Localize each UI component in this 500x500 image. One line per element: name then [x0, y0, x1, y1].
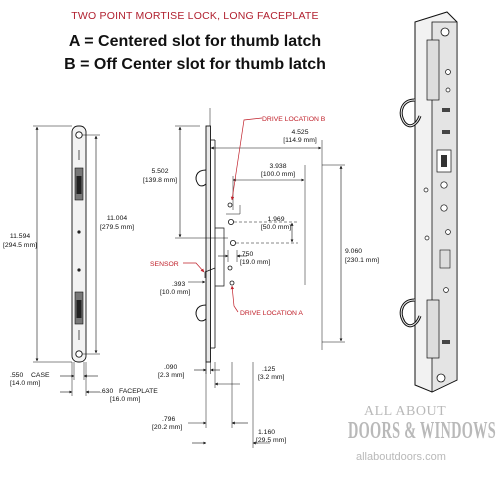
svg-text:1.160: 1.160	[258, 429, 275, 436]
watermark-line2: DOORS & WINDOWS	[348, 418, 496, 444]
page-title: TWO POINT MORTISE LOCK, LONG FACEPLATE	[71, 10, 319, 22]
dim-hole-span: 11.004 [279.5 mm]	[82, 134, 136, 355]
label-faceplate: FACEPLATE	[119, 388, 158, 395]
dim-upper-hook: 5.502 [139.8 mm]	[136, 125, 228, 239]
svg-text:.630: .630	[100, 388, 113, 395]
svg-text:DRIVE LOCATION B: DRIVE LOCATION B	[262, 116, 326, 123]
watermark-line1: ALL ABOUT	[364, 404, 446, 419]
reference-lines	[209, 108, 323, 350]
dim-hook-span: 9.060 [230.1 mm]	[322, 164, 381, 343]
svg-text:.125: .125	[262, 366, 275, 373]
callout-sensor: SENSOR	[150, 261, 205, 273]
svg-text:.750: .750	[240, 251, 253, 258]
dim-sensor: .393 [10.0 mm]	[160, 280, 206, 296]
svg-text:[50.0 mm]: [50.0 mm]	[261, 224, 291, 231]
label-case: CASE	[31, 372, 50, 379]
svg-text:.550: .550	[10, 372, 23, 379]
lock-side-view	[195, 125, 241, 363]
dim-backset: 3.938 [100.0 mm]	[232, 163, 305, 210]
svg-text:9.060: 9.060	[345, 248, 362, 255]
callout-drive-a: DRIVE LOCATION A	[230, 285, 303, 317]
svg-text:3.938: 3.938	[269, 163, 286, 170]
svg-text:[2.3 mm]: [2.3 mm]	[158, 372, 185, 379]
dim-widths: .550 CASE [14.0 mm] .630 FACEPLATE [16.0…	[10, 362, 158, 403]
dim-width-max: 4.525 [114.9 mm]	[210, 129, 322, 150]
svg-text:[230.1 mm]: [230.1 mm]	[345, 257, 379, 264]
dim-depth: .796 [20.2 mm] 1.160 [29.5 mm]	[152, 362, 286, 448]
svg-text:[114.9 mm]: [114.9 mm]	[283, 137, 317, 144]
dim-offset: .750 [19.0 mm]	[218, 250, 270, 266]
callout-drive-b: DRIVE LOCATION B	[230, 116, 326, 201]
svg-text:11.004: 11.004	[107, 215, 128, 222]
watermark-url: allaboutdoors.com	[356, 451, 446, 463]
svg-text:[279.5 mm]: [279.5 mm]	[100, 224, 134, 231]
legend-line-b: B = Off Center slot for thumb latch	[64, 56, 326, 73]
dim-thickness: .090 [2.3 mm] .125 [3.2 mm]	[158, 362, 285, 388]
svg-text:[139.8 mm]: [139.8 mm]	[143, 177, 177, 184]
svg-text:4.525: 4.525	[291, 129, 308, 136]
dim-overall: 11.594 [294.5 mm]	[3, 125, 72, 363]
legend-line-a: A = Centered slot for thumb latch	[68, 33, 322, 50]
svg-text:5.502: 5.502	[151, 168, 168, 175]
svg-text:[14.0 mm]: [14.0 mm]	[10, 380, 40, 387]
svg-text:[16.0 mm]: [16.0 mm]	[110, 396, 140, 403]
svg-text:.090: .090	[164, 364, 177, 371]
svg-text:[3.2 mm]: [3.2 mm]	[258, 374, 285, 381]
watermark-logo: ALL ABOUT DOORS & WINDOWS allaboutdoors.…	[348, 404, 496, 463]
dim-spindle-gap: 1.969 [50.0 mm]	[234, 216, 298, 244]
lock-3d-view	[399, 11, 458, 393]
faceplate-front-view	[71, 125, 87, 363]
svg-text:1.969: 1.969	[267, 216, 284, 223]
svg-text:SENSOR: SENSOR	[150, 261, 179, 268]
svg-text:DRIVE LOCATION A: DRIVE LOCATION A	[240, 310, 303, 317]
svg-text:[294.5 mm]: [294.5 mm]	[3, 242, 37, 249]
svg-text:11.594: 11.594	[10, 233, 31, 240]
svg-text:[29.5 mm]: [29.5 mm]	[256, 437, 286, 444]
svg-text:[19.0 mm]: [19.0 mm]	[240, 259, 270, 266]
svg-text:.796: .796	[162, 416, 175, 423]
svg-text:[100.0 mm]: [100.0 mm]	[261, 171, 295, 178]
svg-text:.393: .393	[172, 281, 185, 288]
svg-text:[20.2 mm]: [20.2 mm]	[152, 424, 182, 431]
svg-text:[10.0 mm]: [10.0 mm]	[160, 289, 190, 296]
